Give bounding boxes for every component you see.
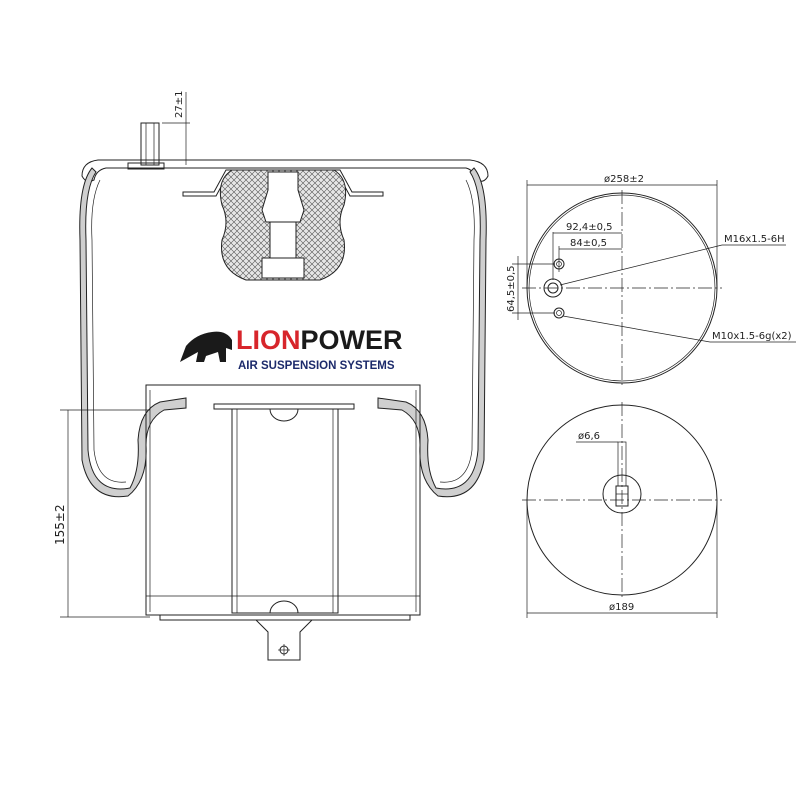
dim-hole-diameter: ø6,6 xyxy=(578,431,600,442)
top-stud xyxy=(140,122,160,166)
bottom-bracket xyxy=(254,619,314,661)
label-center-thread: M16x1.5-6H xyxy=(724,234,785,245)
dim-top-diameter: ø258±2 xyxy=(604,174,644,185)
dim-offset-inner: 84±0,5 xyxy=(570,238,607,249)
brand-tagline: AIR SUSPENSION SYSTEMS xyxy=(238,360,395,372)
dim-offset-outer: 92,4±0,5 xyxy=(566,222,613,233)
piston-tube xyxy=(231,408,339,614)
side-view: 27±1 155±2 xyxy=(53,91,489,661)
lion-icon xyxy=(180,331,232,362)
brand-logo: LIONPOWER AIR SUSPENSION SYSTEMS xyxy=(180,325,403,372)
dim-stud-height: 27±1 xyxy=(174,91,185,118)
bellows-left xyxy=(79,167,187,498)
brand-lion: LION xyxy=(236,325,301,355)
svg-text:LIONPOWER: LIONPOWER xyxy=(236,325,403,355)
bottom-view: ø6,6 ø189 xyxy=(522,402,722,618)
dim-bottom-diameter: ø189 xyxy=(609,602,634,613)
dim-vertical-offset: 64,5±0,5 xyxy=(506,265,517,312)
bellows-right xyxy=(377,167,487,498)
label-stud-thread: M10x1.5-6g(x2) xyxy=(712,331,792,342)
dim-height: 155±2 xyxy=(53,504,67,545)
piston xyxy=(145,384,421,616)
brand-power: POWER xyxy=(301,325,403,355)
top-view: ø258±2 92,4±0,5 84±0,5 64,5±0,5 M16x1.5-… xyxy=(506,174,796,388)
